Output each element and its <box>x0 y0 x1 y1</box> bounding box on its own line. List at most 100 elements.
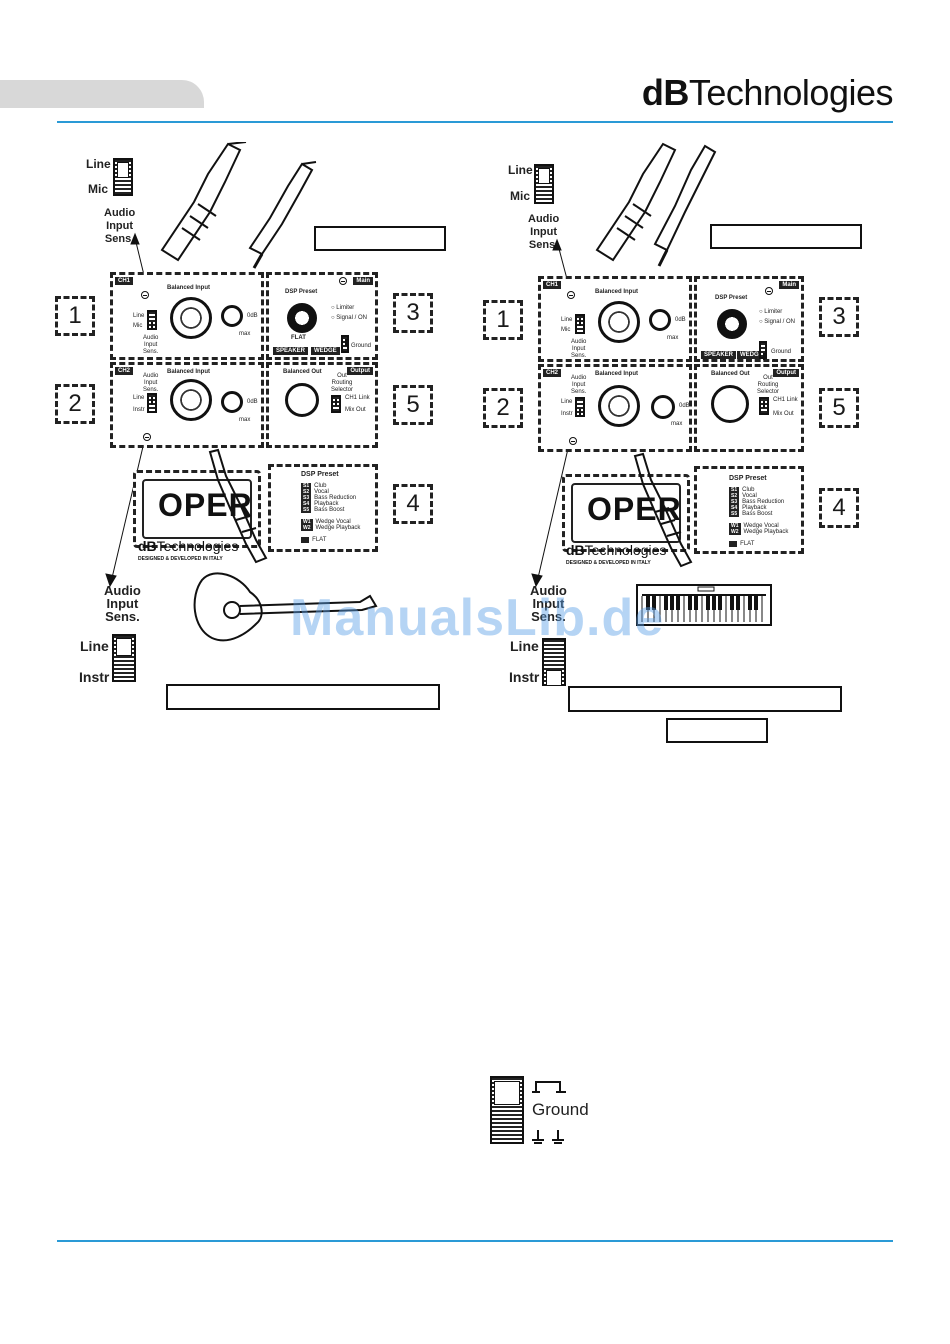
ch1-sens-switch[interactable] <box>147 310 157 330</box>
main-panel: Main DSP Preset FLAT SPEAKER WEDGE ○ Lim… <box>266 272 378 360</box>
ch2-combo-input[interactable] <box>170 379 212 421</box>
ground-connected-icon <box>532 1130 564 1144</box>
switch-line-label-bottom: Line <box>80 638 109 654</box>
ground-legend-label: Ground <box>532 1100 589 1119</box>
ch2-combo-input-r[interactable] <box>598 385 640 427</box>
ground-switch-r[interactable] <box>759 341 767 360</box>
ch2-odb-label-r: 0dB <box>679 403 690 409</box>
preset-legend-title-r: DSP Preset <box>729 475 767 482</box>
screw <box>569 437 577 445</box>
ch2-gain-knob[interactable] <box>221 391 243 413</box>
ground-label: Ground <box>351 343 372 349</box>
out-routing-switch-r[interactable] <box>759 397 769 415</box>
caption-box-1 <box>314 226 446 251</box>
ch1-max-label-r: max <box>667 335 679 341</box>
jack-cable-illustration <box>208 448 268 564</box>
signal-led-r: ○ Signal / ON <box>759 319 795 325</box>
callout-4-r: 4 <box>819 488 859 528</box>
ch1-tag-r: CH1 <box>543 281 562 289</box>
caption-box-2 <box>166 684 440 710</box>
switch-line-label: Line <box>86 157 111 171</box>
callout-2-r: 2 <box>483 388 523 428</box>
mix-out-label-r: Mix Out <box>773 411 794 417</box>
ch1-mic-label: Mic <box>133 323 143 329</box>
ch2-line-label-r: Line <box>561 399 573 405</box>
guitar-illustration <box>193 572 378 642</box>
oper-logo-plate: OPER <box>133 470 261 548</box>
screw <box>765 287 773 295</box>
plate-brand-r: dBTechnologies <box>566 542 667 558</box>
dsp-preset-dial[interactable] <box>287 303 317 333</box>
plate-brand: dBTechnologies <box>138 538 239 554</box>
ground-switch[interactable] <box>341 335 349 353</box>
footer-rule <box>57 1240 893 1242</box>
xlr-output-connector[interactable] <box>285 383 319 417</box>
balanced-out-label: Balanced Out <box>283 369 322 375</box>
out-routing-switch[interactable] <box>331 395 341 413</box>
ch2-balanced-input-label: Balanced Input <box>167 369 211 375</box>
wedge-tag: WEDGE <box>311 347 340 355</box>
sens-switch-bottom <box>112 634 136 682</box>
callout-5-r: 5 <box>819 388 859 428</box>
callout-1: 1 <box>55 296 95 336</box>
dsp-flat-label: FLAT <box>291 335 306 341</box>
plate-sub: DESIGNED & DEVELOPED IN ITALY <box>138 556 223 562</box>
ch1-combo-input-r[interactable] <box>598 301 640 343</box>
caption-box-4 <box>568 686 842 712</box>
screw <box>567 291 575 299</box>
ch2-instr-label-r: Instr <box>561 411 573 417</box>
sens-switch-top <box>113 158 133 196</box>
caption-box-3 <box>710 224 862 249</box>
mix-out-label: Mix Out <box>345 407 366 413</box>
callout-4: 4 <box>393 484 433 524</box>
ch2-balanced-input-label-r: Balanced Input <box>595 371 639 377</box>
ch1-link-label-r: CH1 Link <box>773 397 798 403</box>
ch1-link-label: CH1 Link <box>345 395 370 401</box>
ch1-gain-knob-r[interactable] <box>649 309 671 331</box>
ch1-odb-label: 0dB <box>247 313 258 319</box>
ch1-combo-input[interactable] <box>170 297 212 339</box>
main-tag: Main <box>353 277 373 285</box>
ch1-balanced-input-label: Balanced Input <box>167 285 211 291</box>
speaker-tag-r: SPEAKER <box>701 351 737 359</box>
signal-led: ○ Signal / ON <box>331 315 367 321</box>
oper-logo-plate-r: OPER <box>562 474 690 552</box>
screw <box>339 277 347 285</box>
ch2-sens-switch[interactable] <box>147 393 157 413</box>
ch1-line-label: Line <box>133 313 145 319</box>
ch1-line-label-r: Line <box>561 317 573 323</box>
callout-1-r: 1 <box>483 300 523 340</box>
watermark: ManualsLib.de <box>290 589 665 647</box>
ch1-tag: CH1 <box>115 277 134 285</box>
ch2-max-label: max <box>239 417 251 423</box>
wedge-tag-r: WEDGE <box>737 351 766 359</box>
callout-3-r: 3 <box>819 297 859 337</box>
dsp-preset-dial-r[interactable] <box>717 309 747 339</box>
main-panel-r: Main DSP Preset SPEAKER WEDGE ○ Limiter … <box>694 276 804 362</box>
ground-label-r: Ground <box>771 349 792 355</box>
ch1-balanced-input-label-r: Balanced Input <box>595 289 639 295</box>
balanced-out-label-r: Balanced Out <box>711 371 750 377</box>
ground-switch-large <box>490 1076 524 1144</box>
ch2-gain-knob-r[interactable] <box>651 395 675 419</box>
ch1-odb-label-r: 0dB <box>675 317 686 323</box>
ch1-sens-switch-r[interactable] <box>575 314 585 334</box>
main-tag-r: Main <box>779 281 799 289</box>
switch-mic-label: Mic <box>88 182 109 196</box>
xlr-output-connector-r[interactable] <box>711 385 749 423</box>
ch2-sens-switch-r[interactable] <box>575 397 585 417</box>
output-tag-r: Output <box>773 369 799 377</box>
ch1-gain-knob[interactable] <box>221 305 243 327</box>
